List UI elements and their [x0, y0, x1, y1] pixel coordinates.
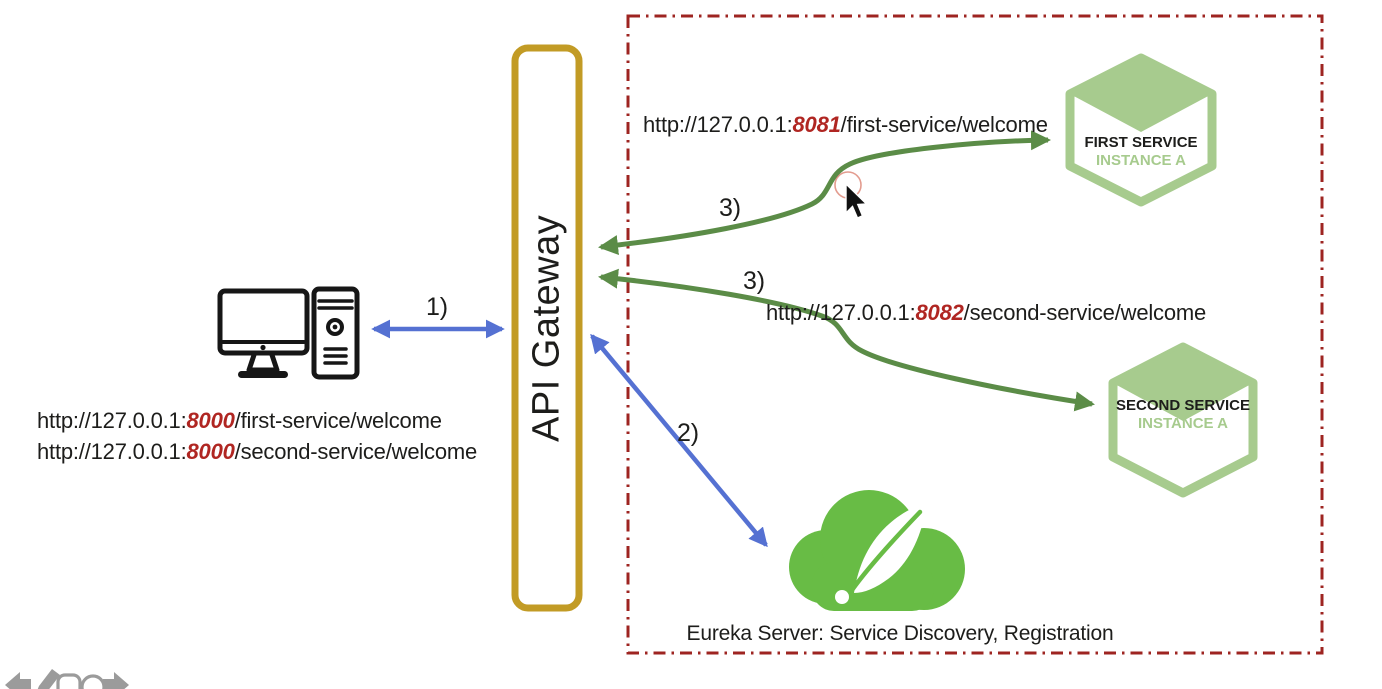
url-port: 8082: [915, 300, 964, 325]
step-label-3-second: 3): [743, 267, 765, 295]
step-label-3-first: 3): [719, 194, 741, 222]
arrow-gateway-first-service: [598, 130, 1051, 256]
arrow-gateway-second-service: [598, 268, 1095, 412]
circle-icon[interactable]: [80, 674, 106, 689]
first-service-instance: INSTANCE A: [1096, 152, 1186, 169]
api-gateway-label: API Gateway: [525, 214, 568, 442]
rounded-square-icon[interactable]: [56, 673, 82, 689]
desktop-computer-icon: [217, 286, 360, 380]
client-url-second: http://127.0.0.1:8000/second-service/wel…: [37, 439, 477, 465]
url-prefix: http://127.0.0.1:: [37, 439, 187, 464]
url-prefix: http://127.0.0.1:: [643, 112, 793, 137]
step-label-2: 2): [677, 419, 699, 447]
url-suffix: /second-service/welcome: [963, 300, 1207, 325]
eureka-caption: Eureka Server: Service Discovery, Regist…: [686, 622, 1114, 645]
back-arrow-icon[interactable]: [5, 672, 31, 689]
forward-arrow-icon[interactable]: [103, 672, 129, 689]
second-service-instance: INSTANCE A: [1138, 415, 1228, 432]
second-service-name: SECOND SERVICE: [1116, 397, 1250, 414]
url-prefix: http://127.0.0.1:: [37, 408, 187, 433]
url-suffix: /first-service/welcome: [840, 112, 1048, 137]
second-service-hexagon-icon: [1108, 342, 1258, 498]
pencil-icon[interactable]: [34, 669, 60, 689]
url-prefix: http://127.0.0.1:: [766, 300, 916, 325]
step-label-1: 1): [426, 293, 448, 321]
first-service-name: FIRST SERVICE: [1084, 134, 1198, 151]
api-gateway-box: [511, 44, 583, 612]
spring-cloud-logo: [789, 490, 965, 611]
first-service-hexagon-icon: [1065, 53, 1217, 207]
mouse-cursor: [834, 171, 869, 219]
client-url-first: http://127.0.0.1:8000/first-service/welc…: [37, 408, 442, 434]
annotation-toolbar: [5, 669, 129, 689]
second-service-url: http://127.0.0.1:8082/second-service/wel…: [766, 300, 1206, 326]
url-port: 8000: [186, 439, 235, 464]
url-suffix: /first-service/welcome: [234, 408, 442, 433]
url-port: 8081: [792, 112, 841, 137]
url-suffix: /second-service/welcome: [234, 439, 478, 464]
url-port: 8000: [186, 408, 235, 433]
first-service-url: http://127.0.0.1:8081/first-service/welc…: [643, 112, 1048, 138]
